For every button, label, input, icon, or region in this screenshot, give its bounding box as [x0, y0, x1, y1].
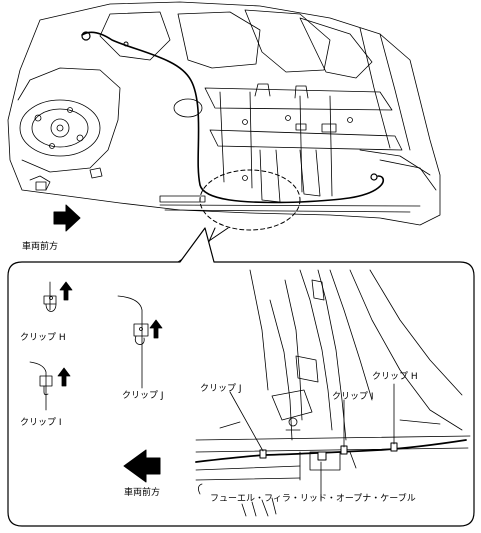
- vehicle-floor-overview: [7, 1, 441, 226]
- clip-h-legend-label: クリップ H: [20, 333, 66, 343]
- callout-line-clip-j: [229, 391, 264, 452]
- callout-cable: フューエル・フィラ・リッド・オープナ・ケーブル: [210, 494, 416, 504]
- clip-j-detail: [117, 295, 163, 389]
- fuel-filler-lid-opener-cable-overview: [81, 31, 385, 204]
- clip-j-arrow: [149, 319, 163, 339]
- callout-clip-h: クリップ H: [372, 372, 418, 382]
- zoomed-body-section: [195, 269, 471, 517]
- detail-highlight-ellipse: [199, 169, 301, 231]
- clip-i-arrow: [57, 367, 71, 387]
- forward-arrow-overview: [53, 204, 81, 232]
- clip-j-legend-label: クリップ J: [122, 391, 164, 401]
- clip-h-arrow: [59, 281, 73, 301]
- clip-i-detail: [29, 361, 71, 411]
- forward-arrow-detail: [123, 449, 161, 483]
- callout-clip-i: クリップ I: [332, 392, 374, 402]
- clip-h-detail: [43, 281, 73, 312]
- direction-label-detail: 車両前方: [124, 488, 161, 498]
- callout-clip-j: クリップ J: [200, 384, 242, 394]
- direction-label-overview: 車両前方: [22, 242, 59, 252]
- clip-i-legend-label: クリップ I: [20, 418, 62, 428]
